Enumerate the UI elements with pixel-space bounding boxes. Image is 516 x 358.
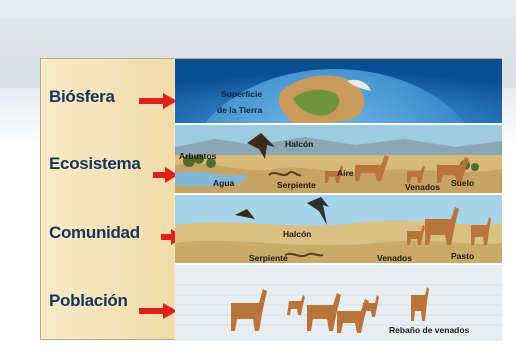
label-pasto: Pasto (451, 251, 474, 261)
arrow-right-icon (139, 303, 179, 319)
arrow-right-icon (139, 93, 179, 109)
label-aire: Aire (337, 168, 354, 178)
label-ecosistema: Ecosistema (49, 154, 141, 174)
population-panel: Rebaño de venados (175, 265, 502, 341)
caption-de-la-tierra: de la Tierra (217, 105, 262, 115)
level-label-column: Biósfera Ecosistema Comunidad Población (41, 59, 174, 339)
label-serpiente: Serpiente (277, 180, 316, 190)
biosphere-panel: Superficie de la Tierra (175, 59, 502, 125)
caption-superficie: Superficie (221, 89, 262, 99)
label-biosfera: Biósfera (49, 87, 115, 107)
label-venados: Venados (377, 253, 412, 263)
community-panel: Halcón Serpiente Venados Pasto (175, 195, 502, 265)
label-agua: Agua (213, 178, 234, 188)
ecosystem-panel: Arbustos Halcón Agua Serpiente Aire Vena… (175, 125, 502, 195)
label-arbustos: Arbustos (179, 151, 216, 161)
label-halcon: Halcón (285, 139, 313, 149)
label-suelo: Suelo (451, 178, 474, 188)
label-halcon: Halcón (283, 229, 311, 239)
label-venados: Venados (405, 182, 440, 192)
label-comunidad: Comunidad (49, 223, 140, 243)
label-serpiente: Serpiente (249, 253, 288, 263)
ecology-levels-figure: Biósfera Ecosistema Comunidad Población (40, 58, 502, 340)
label-poblacion: Población (49, 291, 128, 311)
caption-rebano-de-venados: Rebaño de venados (389, 325, 469, 335)
